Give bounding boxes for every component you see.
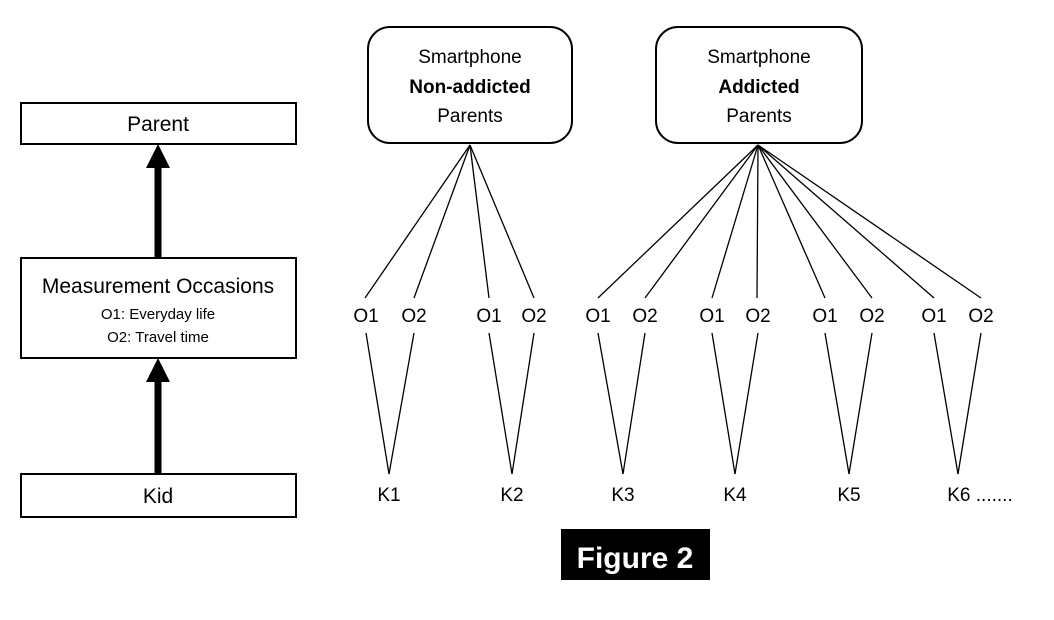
edge-nonaddicted-to-o2-k2 — [469, 144, 535, 299]
legend-box-parent: Parent — [20, 102, 297, 145]
occasion-label-k1-o2: O2 — [401, 306, 426, 327]
edge-o1-to-k2 — [488, 332, 513, 475]
group-non-addicted: Smartphone Non-addicted Parents O1 O2 O1… — [353, 26, 573, 506]
addicted-line-1: Smartphone — [707, 47, 811, 68]
occasion-label-k3-o1: O1 — [585, 306, 610, 327]
occasion-label-k2-o2: O2 — [521, 306, 546, 327]
occasion-label-k1-o1: O1 — [353, 306, 378, 327]
measurement-occasions-box-label: Measurement Occasions — [42, 275, 274, 298]
addicted-line-2: Addicted — [718, 77, 799, 98]
arrow-head-up-parent — [146, 144, 170, 168]
group-addicted: Smartphone Addicted Parents O1 O2 O1 O2 … — [585, 26, 1013, 506]
edge-addicted-to-o1-k5 — [757, 144, 826, 299]
edge-addicted-to-o1-k4 — [711, 144, 759, 299]
occasion-label-k4-o2: O2 — [745, 306, 770, 327]
arrow-head-up-occasions — [146, 358, 170, 382]
figure-caption-background — [561, 529, 710, 580]
legend-box-kid: Kid — [20, 473, 297, 518]
figure-caption-label: Figure 2 — [577, 542, 694, 575]
figure-caption-badge: Figure 2 — [561, 529, 710, 580]
non-addicted-group-box — [367, 26, 573, 144]
kid-label-k5: K5 — [837, 485, 860, 506]
edge-o2-to-k6 — [957, 332, 982, 475]
edge-o2-to-k2 — [511, 332, 535, 475]
edge-o1-to-k1 — [365, 332, 390, 475]
addicted-group-box — [655, 26, 863, 144]
occasion-label-k6-o2: O2 — [968, 306, 993, 327]
kid-box-outline — [20, 473, 297, 518]
non-addicted-fan-edges — [364, 144, 535, 299]
edge-nonaddicted-to-o2-k1 — [413, 144, 471, 299]
parent-box-outline — [20, 102, 297, 145]
kid-label-k2: K2 — [500, 485, 523, 506]
addicted-fan-edges — [597, 144, 982, 299]
kid-label-k4: K4 — [723, 485, 747, 506]
non-addicted-line-3: Parents — [437, 106, 502, 127]
edge-addicted-to-o1-k6 — [757, 144, 935, 299]
legend-panel: Parent Measurement Occasions O1: Everyda… — [20, 102, 297, 518]
edge-o1-to-k6 — [933, 332, 959, 475]
edge-o2-to-k4 — [734, 332, 759, 475]
addicted-line-3: Parents — [726, 106, 791, 127]
occasion-label-k2-o1: O1 — [476, 306, 501, 327]
edge-o1-to-k5 — [824, 332, 850, 475]
edge-o2-to-k5 — [848, 332, 873, 475]
edge-addicted-to-o2-k5 — [757, 144, 873, 299]
parent-box-label: Parent — [127, 113, 189, 136]
kid-label-k3: K3 — [611, 485, 634, 506]
edge-o2-to-k3 — [622, 332, 646, 475]
edge-addicted-to-o1-k3 — [597, 144, 759, 299]
non-addicted-line-2: Non-addicted — [409, 77, 530, 98]
arrow-kid-to-occasions — [146, 358, 170, 474]
non-addicted-kid-edges — [365, 332, 535, 475]
non-addicted-line-1: Smartphone — [418, 47, 522, 68]
occasion-label-k4-o1: O1 — [699, 306, 724, 327]
edge-addicted-to-o2-k3 — [644, 144, 759, 299]
legend-box-measurement-occasions: Measurement Occasions O1: Everyday life … — [20, 257, 297, 359]
edge-addicted-to-o2-k4 — [756, 144, 759, 299]
edge-nonaddicted-to-o1-k1 — [364, 144, 471, 299]
edge-nonaddicted-to-o1-k2 — [469, 144, 490, 299]
occasion-label-k5-o2: O2 — [859, 306, 884, 327]
kid-label-k1: K1 — [377, 485, 400, 506]
kid-label-k6: K6 ....... — [947, 485, 1012, 506]
kid-box-label: Kid — [143, 485, 173, 508]
edge-o1-to-k3 — [597, 332, 624, 475]
arrow-occasions-to-parent — [146, 144, 170, 257]
occasion-label-k5-o1: O1 — [812, 306, 837, 327]
occasion-label-k3-o2: O2 — [632, 306, 657, 327]
edge-addicted-to-o2-k6 — [757, 144, 982, 299]
occasion-label-k6-o1: O1 — [921, 306, 946, 327]
measurement-occasions-subline-2: O2: Travel time — [107, 329, 209, 346]
measurement-occasions-box-outline — [20, 257, 297, 359]
edge-o1-to-k4 — [711, 332, 736, 475]
addicted-kid-edges — [597, 332, 982, 475]
edge-o2-to-k1 — [388, 332, 415, 475]
measurement-occasions-subline-1: O1: Everyday life — [101, 306, 215, 323]
